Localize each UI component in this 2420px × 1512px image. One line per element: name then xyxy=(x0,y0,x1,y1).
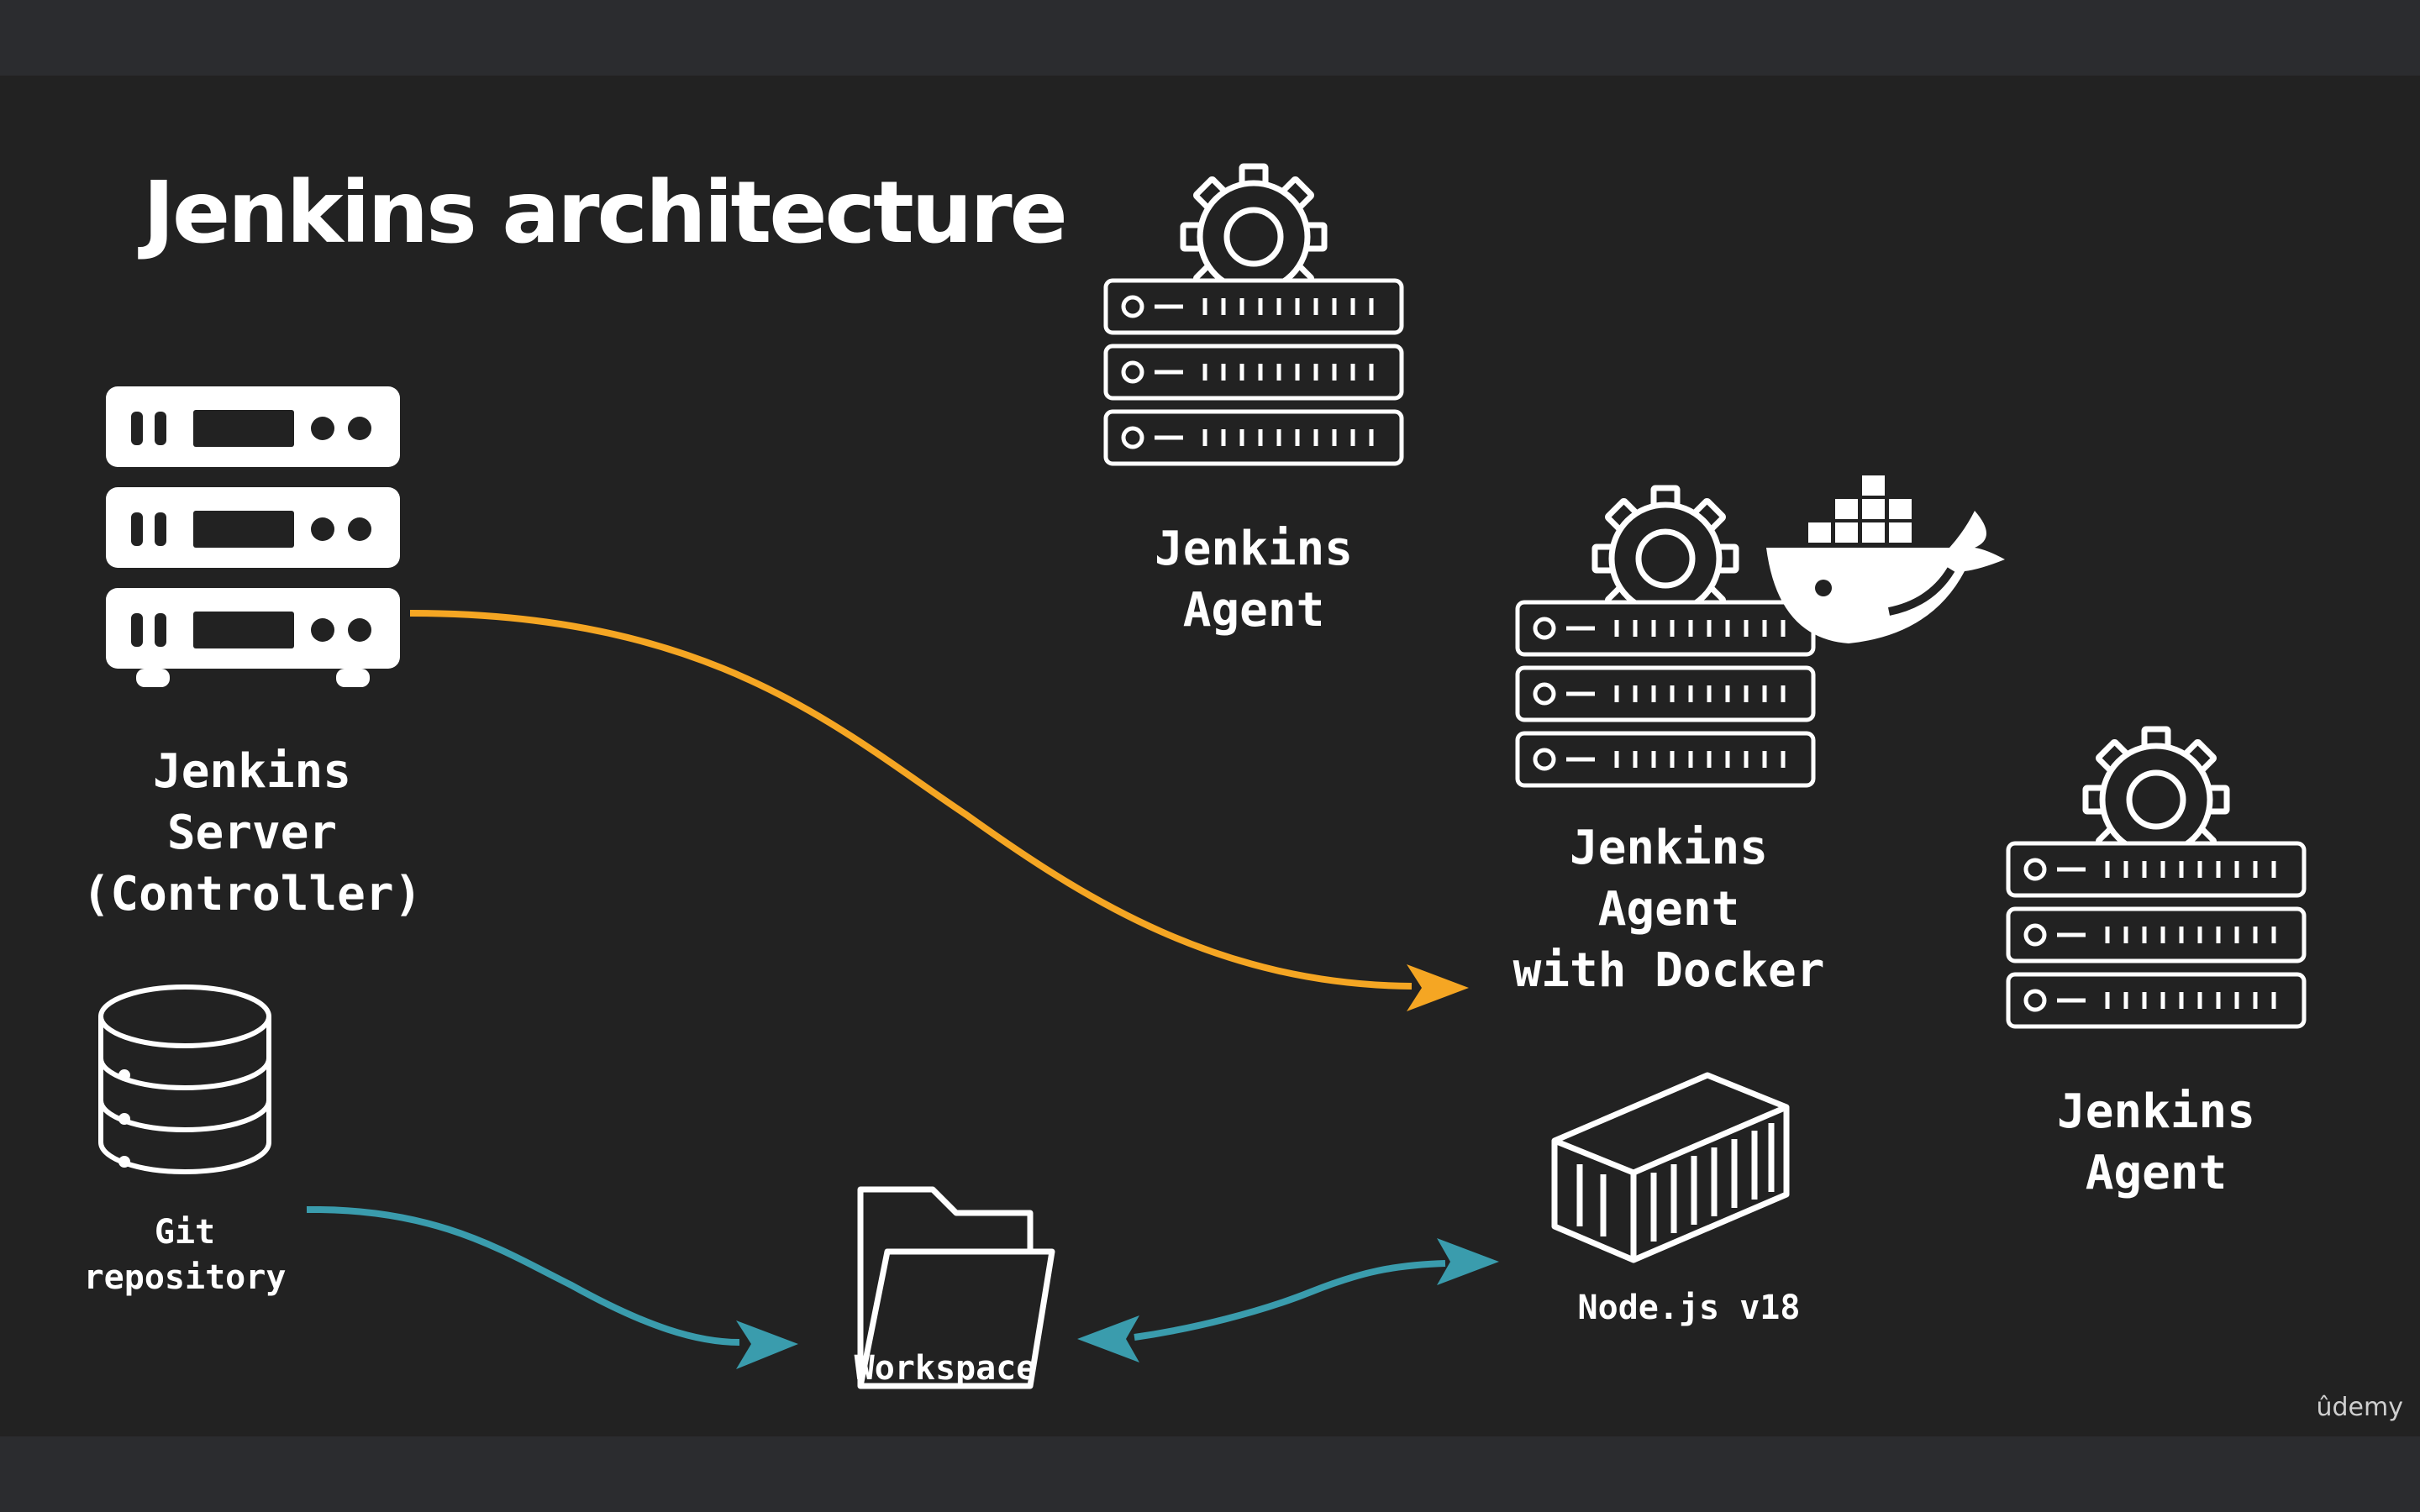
page-title: Jenkins architecture xyxy=(143,163,1068,263)
label-workspace: Workspace xyxy=(854,1349,1037,1388)
edge-server-to-docker-agent xyxy=(409,610,1469,1011)
label-nodejs-container: Node.js v18 xyxy=(1577,1289,1801,1327)
diagram-canvas xyxy=(98,76,2420,1389)
database-icon xyxy=(98,984,271,1174)
server-rack-icon xyxy=(106,386,400,687)
label-jenkins-agent-top: Jenkins Agent xyxy=(1154,522,1353,638)
agent-server-icon xyxy=(1518,488,1813,785)
slide: Jenkins architecture Jenkins Server (Con… xyxy=(0,76,2420,1436)
agent-server-icon xyxy=(1106,166,1402,464)
edge-git-to-workspace xyxy=(306,1205,798,1369)
agent-server-icon xyxy=(2008,729,2304,1026)
container-icon xyxy=(1551,1072,1790,1263)
brand-logo: ûdemy xyxy=(2316,1393,2404,1422)
label-jenkins-agent-docker: Jenkins Agent with Docker xyxy=(1512,821,1825,998)
docker-whale-icon xyxy=(1766,475,2005,643)
label-jenkins-server: Jenkins Server (Controller) xyxy=(82,744,423,921)
label-jenkins-agent-right: Jenkins Agent xyxy=(2056,1084,2255,1200)
edge-workspace-container xyxy=(1077,1238,1499,1362)
folder-icon xyxy=(857,1186,1055,1389)
label-git-repository: Git repository xyxy=(83,1213,287,1297)
